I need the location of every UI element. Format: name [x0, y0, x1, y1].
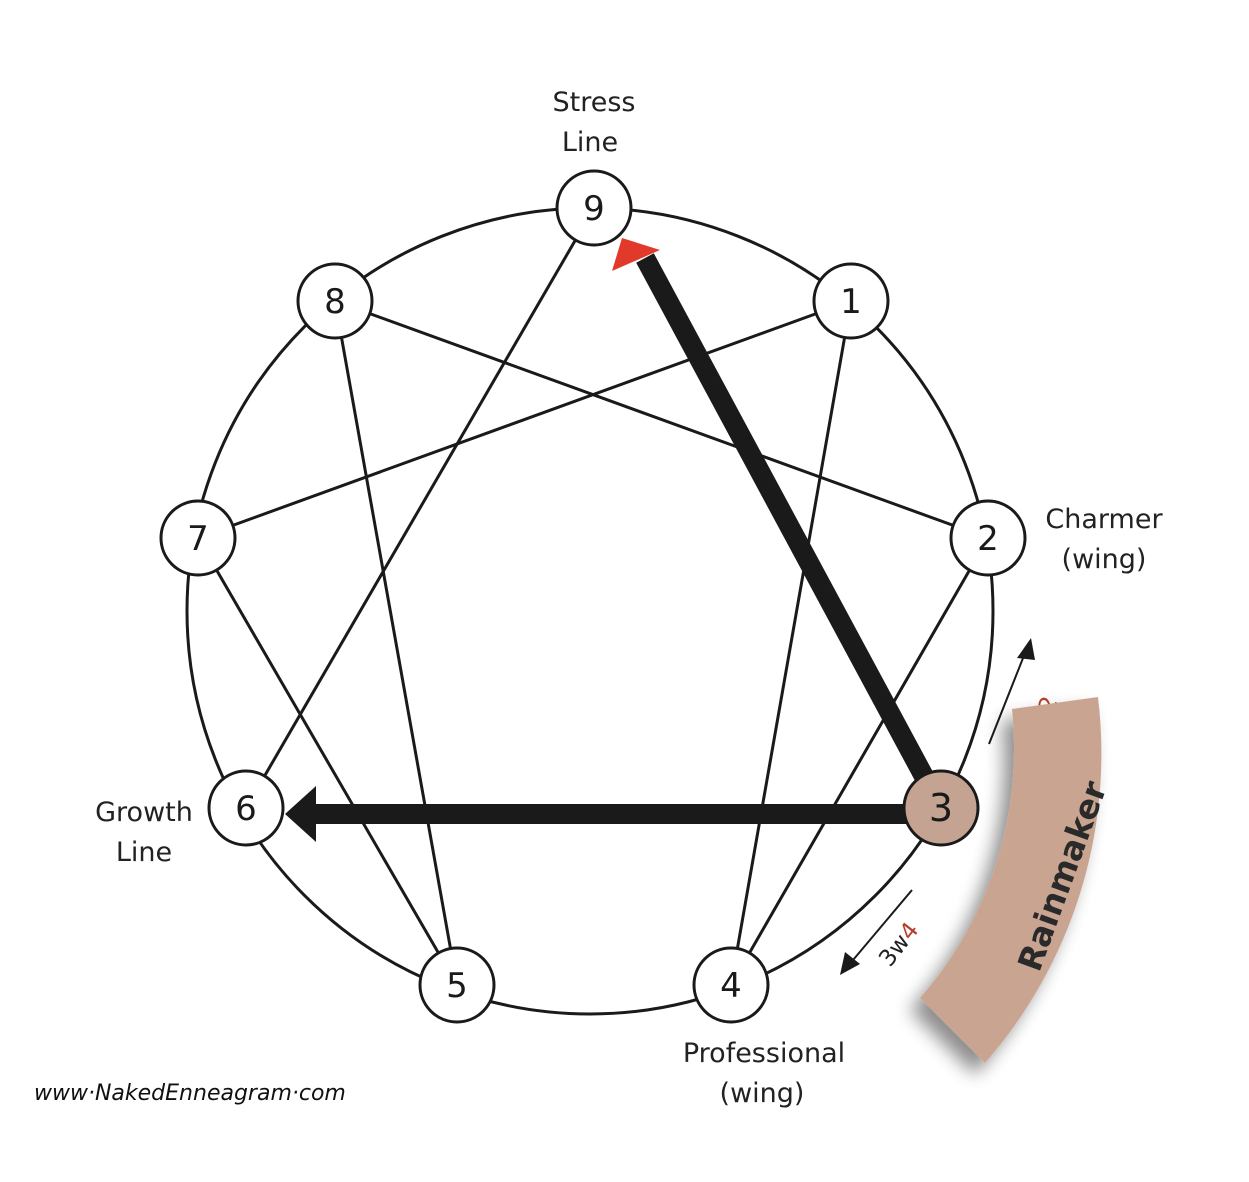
- growth-arrowhead: [285, 786, 316, 842]
- stress-line: [636, 253, 950, 813]
- node-4: 4: [692, 946, 770, 1024]
- node-8: 8: [296, 262, 374, 340]
- node-5: 5: [418, 946, 496, 1024]
- node-5-label: 5: [446, 966, 468, 1006]
- growth-line-label-1: Growth: [95, 797, 193, 828]
- hexad-lines: [196, 299, 990, 987]
- node-9: 9: [555, 169, 633, 247]
- node-1-label: 1: [840, 282, 862, 322]
- stress-line-label-1: Stress: [553, 87, 636, 118]
- node-1: 1: [812, 262, 890, 340]
- charmer-label-1: Charmer: [1045, 504, 1163, 535]
- charmer-label-2: (wing): [1062, 544, 1147, 575]
- wing-arrow-down: [840, 889, 913, 975]
- node-9-label: 9: [583, 189, 605, 229]
- node-2-label: 2: [977, 519, 999, 559]
- stress-arrowhead: [612, 238, 660, 271]
- stress-line-label-2: Line: [562, 127, 618, 158]
- line-9-6: [244, 207, 596, 809]
- growth-line-label-2: Line: [116, 837, 172, 868]
- professional-label-2: (wing): [720, 1078, 805, 1109]
- rainmaker-banner: [920, 697, 1102, 1063]
- node-6-label: 6: [235, 789, 257, 829]
- node-3: 3: [902, 769, 980, 847]
- node-6: 6: [207, 769, 285, 847]
- node-3-label: 3: [929, 786, 953, 830]
- wing-arrow-up: [988, 638, 1035, 745]
- node-2: 2: [949, 499, 1027, 577]
- website-url: www·NakedEnneagram·com: [34, 1081, 346, 1106]
- node-7-label: 7: [187, 519, 209, 559]
- node-7: 7: [159, 499, 237, 577]
- professional-label-1: Professional: [683, 1038, 845, 1069]
- node-4-label: 4: [720, 966, 742, 1006]
- node-8-label: 8: [324, 282, 346, 322]
